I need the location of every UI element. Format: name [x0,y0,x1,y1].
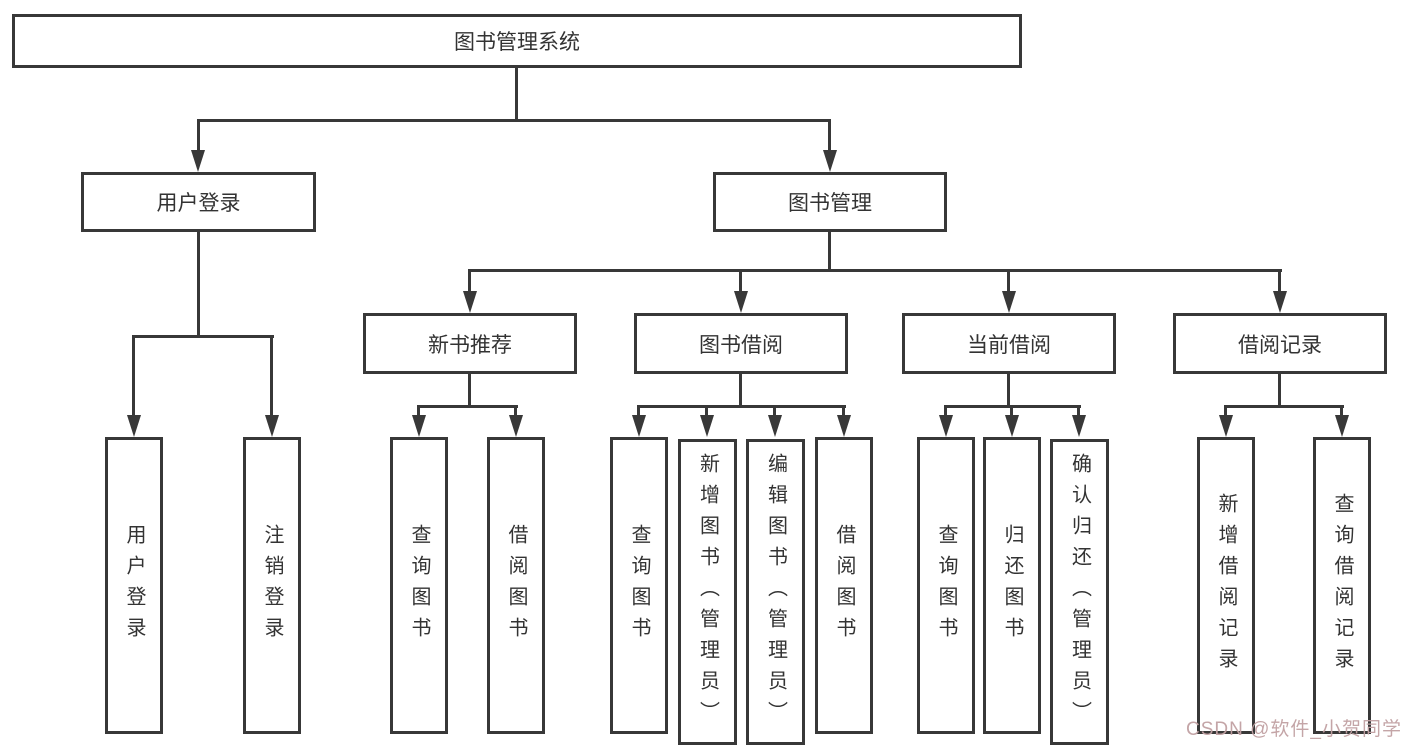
leaf-label: 查询图书 [935,523,957,648]
node-book-management: 图书管理 [713,172,947,232]
connector-drop [1340,405,1343,418]
leaf-user-login: 用户登录 [105,437,163,734]
connector-drop [1077,405,1080,418]
leaf-query-borrow-record: 查询借阅记录 [1313,437,1371,734]
connector-drop [1010,405,1013,418]
node-borrowing-records: 借阅记录 [1173,313,1387,374]
leaf-label: 借阅图书 [833,523,855,648]
arrowhead-book-borrow [734,291,748,313]
node-user-login: 用户登录 [81,172,316,232]
arrowhead-leaf [509,415,523,437]
connector-level1-rail [197,119,831,122]
connector-drop-book-borrow [739,269,742,293]
arrowhead-leaf [1072,415,1086,437]
leaf-query-books: 查询图书 [917,437,975,734]
arrowhead-leaf [700,415,714,437]
arrowhead-current-borrow [1002,291,1016,313]
leaf-label: 注销登录 [261,523,283,648]
leaf-label: 新增借阅记录 [1215,492,1237,679]
connector-drop-user-login [197,119,200,153]
connector-drop [842,405,845,418]
node-label: 当前借阅 [967,333,1051,357]
connector-user-login-stem [197,232,200,337]
arrowhead-user-login [191,150,205,172]
node-label: 新书推荐 [428,333,512,357]
leaf-label: 查询借阅记录 [1331,492,1353,679]
node-library-management-system: 图书管理系统 [12,14,1022,68]
leaf-logout: 注销登录 [243,437,301,734]
leaf-query-books: 查询图书 [390,437,448,734]
connector-drop [1224,405,1227,418]
connector-book-borrow-stem [739,374,742,407]
leaf-label: 编辑图书（管理员） [764,452,787,732]
connector-user-login-rail [132,335,274,338]
node-label: 图书借阅 [699,333,783,357]
node-label: 图书管理 [788,192,872,215]
connector-drop [705,405,708,418]
node-label: 图书管理系统 [454,31,580,54]
leaf-confirm-return-admin: 确认归还（管理员） [1050,439,1109,745]
connector-drop-book-management [828,119,831,153]
node-current-borrowing: 当前借阅 [902,313,1116,374]
connector-current-borrow-stem [1007,374,1010,407]
arrowhead-leaf [1005,415,1019,437]
arrowhead-new-book [463,291,477,313]
arrowhead-leaf-logout [265,415,279,437]
connector-new-book-rail [417,405,518,408]
leaf-return-books: 归还图书 [983,437,1041,734]
leaf-label: 确认归还（管理员） [1068,452,1091,732]
leaf-add-borrow-record: 新增借阅记录 [1197,437,1255,734]
connector-level2-rail [469,269,1282,272]
leaf-edit-books-admin: 编辑图书（管理员） [746,439,805,745]
node-label: 用户登录 [156,192,241,215]
connector-book-management-stem [828,232,831,272]
arrowhead-leaf [837,415,851,437]
arrowhead-leaf-user-login [127,415,141,437]
leaf-label: 用户登录 [123,523,145,648]
leaf-label: 查询图书 [408,523,430,648]
connector-book-borrow-rail [637,405,846,408]
leaf-borrow-books: 借阅图书 [487,437,545,734]
connector-drop-borrow-record [1278,269,1281,293]
leaf-label: 借阅图书 [505,523,527,648]
connector-drop [773,405,776,418]
node-book-borrowing: 图书借阅 [634,313,848,374]
connector-new-book-stem [468,374,471,407]
leaf-label: 归还图书 [1001,523,1023,648]
csdn-watermark: CSDN @软件_小贺同学 [1186,719,1402,740]
arrowhead-leaf [1335,415,1349,437]
connector-drop-leaf-logout [270,335,273,417]
connector-drop [637,405,640,418]
connector-drop [514,405,517,418]
node-label: 借阅记录 [1238,333,1322,357]
arrowhead-leaf [939,415,953,437]
connector-root-stem [515,68,518,121]
leaf-label: 新增图书（管理员） [696,452,719,732]
leaf-add-books-admin: 新增图书（管理员） [678,439,737,745]
node-new-book-recommend: 新书推荐 [363,313,577,374]
connector-drop [417,405,420,418]
arrowhead-book-management [823,150,837,172]
leaf-borrow-books: 借阅图书 [815,437,873,734]
arrowhead-leaf [412,415,426,437]
arrowhead-leaf [768,415,782,437]
leaf-label: 查询图书 [628,523,650,648]
arrowhead-borrow-record [1273,291,1287,313]
connector-borrow-record-rail [1224,405,1344,408]
connector-drop [944,405,947,418]
connector-drop-new-book [468,269,471,293]
leaf-query-books: 查询图书 [610,437,668,734]
connector-drop-current-borrow [1007,269,1010,293]
connector-drop-leaf-user-login [132,335,135,417]
connector-borrow-record-stem [1278,374,1281,407]
arrowhead-leaf [1219,415,1233,437]
arrowhead-leaf [632,415,646,437]
